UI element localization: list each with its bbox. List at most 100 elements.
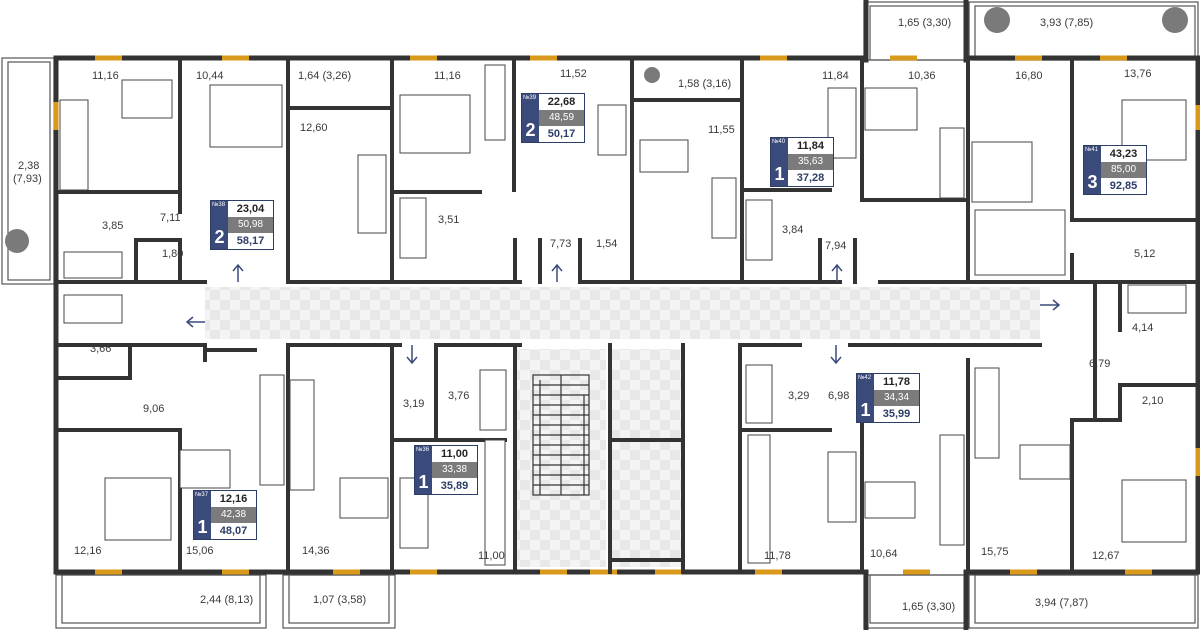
room-area-label: 3,84 [782,224,804,236]
room-area-label: 14,36 [302,545,330,557]
apartment-number: №37 [195,492,209,498]
total-area-with-balcony: 35,89 [440,480,469,492]
total-area: 35,63 [788,154,833,170]
room-area-label: 12,16 [74,545,102,557]
room-area-label: 3,93 (7,85) [1040,17,1094,29]
apartment-rooms: 2 [214,227,225,247]
room-area-label: 7,94 [825,240,847,252]
room-area-label: 3,29 [788,390,810,402]
apartment-number: №40 [772,139,786,145]
room-area-label: 1,80 [162,248,184,260]
apartment-side-bar [522,94,539,142]
room-area-label: 11,00 [478,550,505,562]
room-area-label: 11,84 [822,70,849,82]
room-area-label: 10,44 [196,70,224,82]
total-area-with-balcony: 35,99 [882,408,911,420]
apartment-rooms: 1 [774,164,785,184]
living-area: 23,04 [236,203,265,215]
apartment-number: №36 [416,447,430,453]
room-area-label: (7,93) [13,173,42,185]
windows [53,55,1200,575]
apartment-tag-41[interactable]: №41 3 43,23 85,00 92,85 [1083,145,1147,195]
apartment-rooms: 1 [860,400,871,420]
room-area-label: 3,66 [90,343,112,355]
apartment-tag-37[interactable]: №37 1 12,16 42,38 48,07 [193,490,257,540]
apartment-side-bar [211,201,228,249]
total-area-with-balcony: 58,17 [236,235,265,247]
room-area-label: 2,10 [1142,395,1164,407]
apartment-rooms: 3 [1087,172,1098,192]
room-area-label: 11,16 [434,70,461,82]
room-area-label: 11,16 [92,70,119,82]
apartment-side-bar [194,491,211,539]
living-area: 43,23 [1109,148,1138,160]
apartment-side-bar [1084,146,1101,194]
apartment-tag-39[interactable]: №39 2 22,68 48,59 50,17 [521,93,585,143]
total-area: 50,98 [228,217,273,233]
plant-icons [5,7,1188,253]
room-area-label: 1,07 (3,58) [313,594,367,606]
room-area-label: 12,67 [1092,550,1120,562]
living-area: 22,68 [547,96,576,108]
room-area-label: 6,98 [828,390,850,402]
apartment-tag-40[interactable]: №40 1 11,84 35,63 37,28 [770,137,834,187]
room-area-label: 16,80 [1015,70,1043,82]
apartment-number: №41 [1085,147,1099,153]
apartment-number: №38 [212,202,226,208]
apartment-tag-36[interactable]: №36 1 11,00 33,38 35,89 [414,445,478,495]
apartment-rooms: 2 [525,120,536,140]
apartment-rooms: 1 [197,517,208,537]
room-area-label: 2,44 (8,13) [200,594,254,606]
total-area-with-balcony: 50,17 [547,128,576,140]
room-area-label: 15,75 [981,546,1009,558]
living-area: 11,84 [797,140,824,152]
room-area-label: 11,52 [560,68,587,80]
apartment-tag-38[interactable]: №38 2 23,04 50,98 58,17 [210,200,274,250]
room-area-label: 11,78 [764,550,791,562]
room-area-label: 3,94 (7,87) [1035,597,1089,609]
room-area-label: 11,55 [708,124,735,136]
room-area-label: 2,38 [18,160,40,172]
inner-walls [54,56,1200,574]
room-area-label: 1,54 [596,238,618,250]
room-area-label: 5,12 [1134,248,1156,260]
room-area-label: 1,58 (3,16) [678,78,732,90]
living-area: 11,00 [441,448,468,460]
room-area-label: 7,73 [550,238,572,250]
entry-arrows [185,263,1061,365]
total-area-with-balcony: 48,07 [219,525,248,537]
total-area: 34,34 [874,390,919,406]
apartment-side-bar [771,138,788,186]
room-area-label: 6,79 [1089,358,1111,370]
corridor [205,287,1040,339]
total-area: 48,59 [539,110,584,126]
apartment-number: №39 [523,95,537,101]
room-area-label: 1,64 (3,26) [298,70,352,82]
room-area-label: 4,14 [1132,322,1154,334]
total-area: 42,38 [211,507,256,523]
room-area-label: 9,06 [143,403,165,415]
apartment-rooms: 1 [418,472,429,492]
apartment-side-bar [857,374,874,422]
room-area-label: 3,85 [102,220,124,232]
room-area-label: 10,64 [870,548,898,560]
living-area: 11,78 [883,376,910,388]
room-area-label: 10,36 [908,70,936,82]
total-area-with-balcony: 92,85 [1109,180,1138,192]
room-area-label: 7,11 [160,212,181,224]
total-area: 33,38 [432,462,477,478]
staircase [532,374,590,496]
room-area-label: 1,65 (3,30) [898,17,952,29]
living-area: 12,16 [219,493,248,505]
room-area-label: 12,60 [300,122,328,134]
total-area: 85,00 [1101,162,1146,178]
room-area-label: 3,19 [403,398,425,410]
room-area-label: 3,76 [448,390,470,402]
apartment-number: №42 [858,375,872,381]
furniture [59,64,1187,566]
room-area-label: 13,76 [1124,68,1152,80]
room-area-label: 15,06 [186,545,214,557]
room-area-label: 1,65 (3,30) [902,601,956,613]
apartment-tag-42[interactable]: №42 1 11,78 34,34 35,99 [856,373,920,423]
